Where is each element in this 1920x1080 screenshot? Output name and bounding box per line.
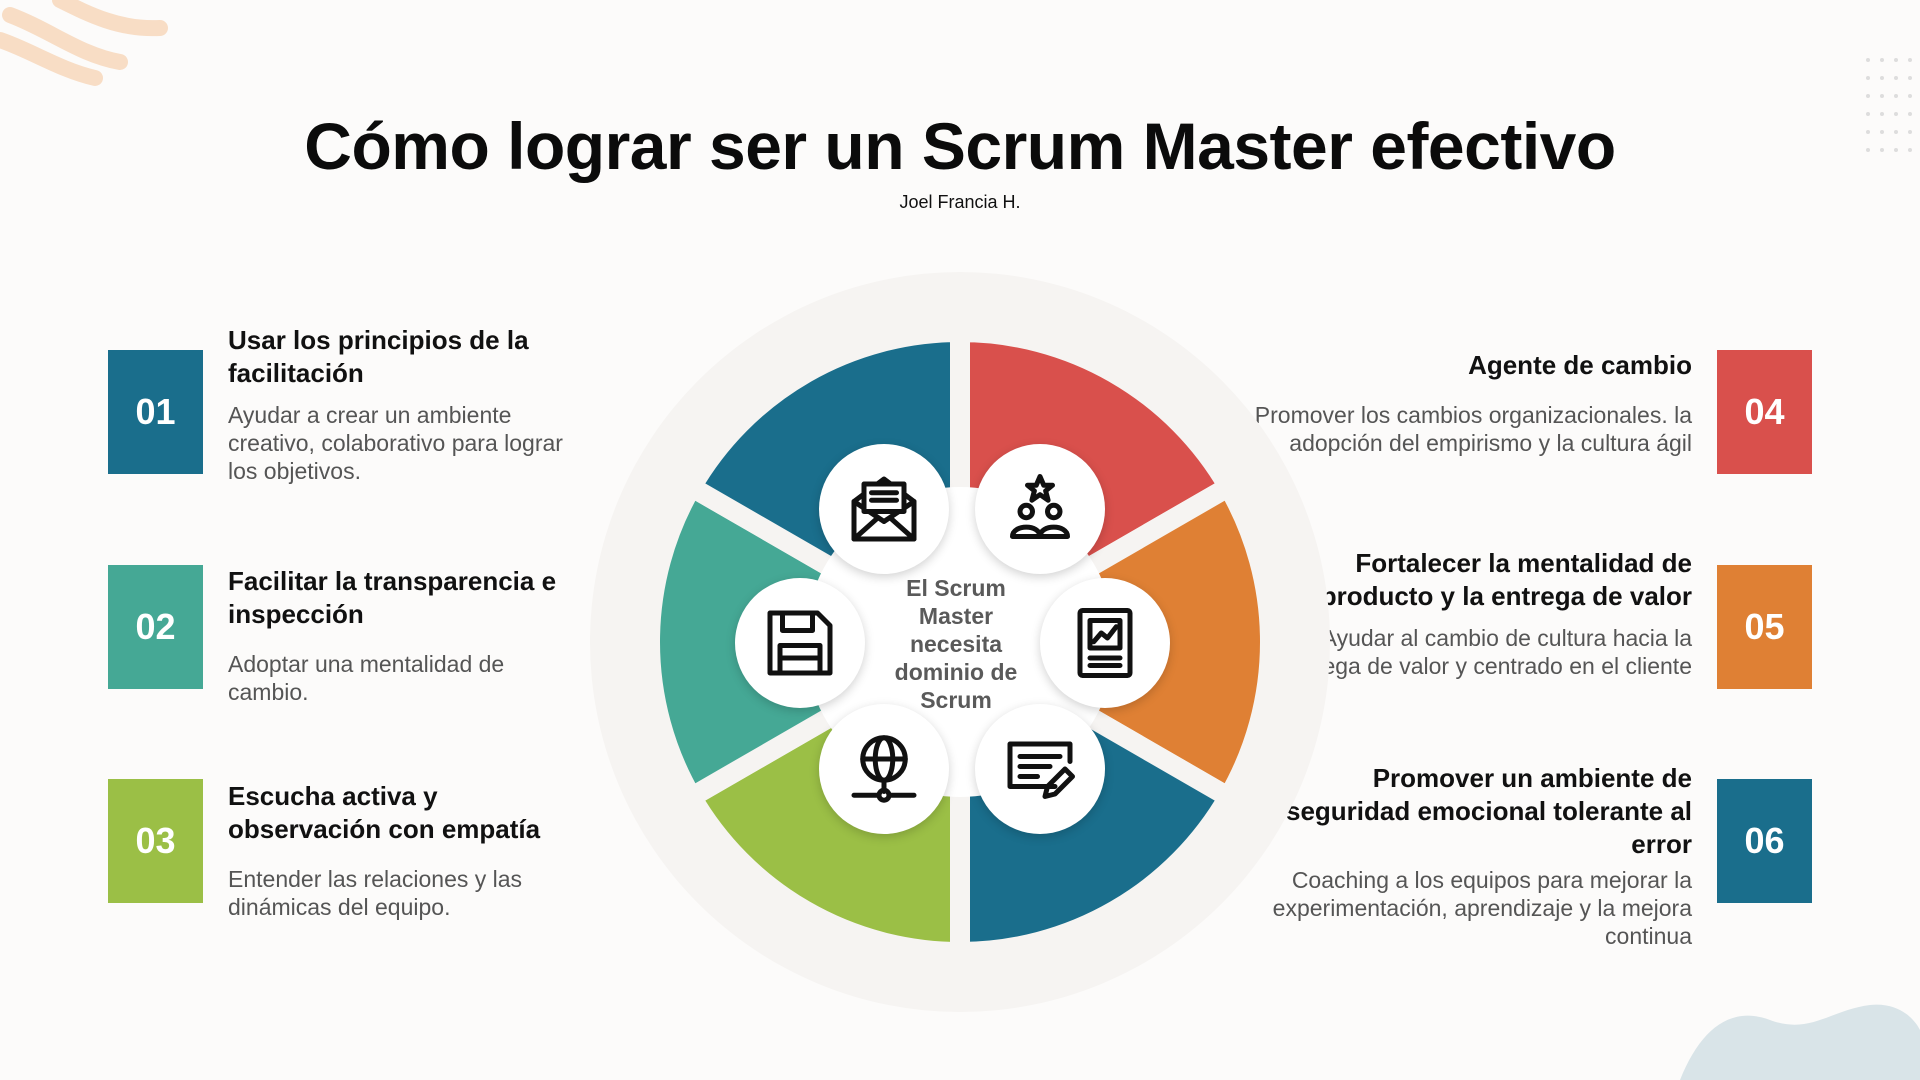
step-number-badge-01: 01 xyxy=(108,350,203,474)
wave-shape-decoration xyxy=(1680,1004,1920,1080)
step-description-06: Coaching a los equipos para mejorar la e… xyxy=(1272,867,1692,949)
step-title-05: Fortalecer la mentalidad de producto y l… xyxy=(1320,548,1692,611)
step-title-01: Usar los principios de la facilitación xyxy=(228,325,529,388)
report-chart-icon xyxy=(1040,578,1170,708)
step-description-02: Adoptar una mentalidad de cambio. xyxy=(228,651,505,705)
wheel-center-label: El Scrum Master necesita dominio de Scru… xyxy=(894,575,1018,713)
page-title: Cómo lograr ser un Scrum Master efectivo xyxy=(304,109,1616,183)
step-number-badge-03: 03 xyxy=(108,779,203,903)
step-title-06: Promover un ambiente de seguridad emocio… xyxy=(1286,763,1692,859)
brush-stroke-decoration xyxy=(0,0,168,86)
step-number-badge-05: 05 xyxy=(1717,565,1812,689)
globe-network-icon xyxy=(819,704,949,834)
step-description-03: Entender las relaciones y las dinámicas … xyxy=(228,866,523,920)
step-title-02: Facilitar la transparencia e inspección xyxy=(228,566,557,629)
step-description-05: Ayudar al cambio de cultura hacia la ent… xyxy=(1282,625,1692,679)
edit-document-icon xyxy=(975,704,1105,834)
envelope-letter-icon xyxy=(819,444,949,574)
step-description-01: Ayudar a crear un ambiente creativo, col… xyxy=(228,402,563,484)
step-number-badge-06: 06 xyxy=(1717,779,1812,903)
team-star-icon xyxy=(975,444,1105,574)
dot-grid-decoration xyxy=(1866,58,1912,152)
save-disk-icon xyxy=(735,578,865,708)
step-number-badge-04: 04 xyxy=(1717,350,1812,474)
step-title-04: Agente de cambio xyxy=(1468,350,1692,380)
step-number-badge-02: 02 xyxy=(108,565,203,689)
step-description-04: Promover los cambios organizacionales. l… xyxy=(1254,402,1692,456)
step-title-03: Escucha activa y observación con empatía xyxy=(228,781,541,844)
author-subtitle: Joel Francia H. xyxy=(899,192,1021,212)
